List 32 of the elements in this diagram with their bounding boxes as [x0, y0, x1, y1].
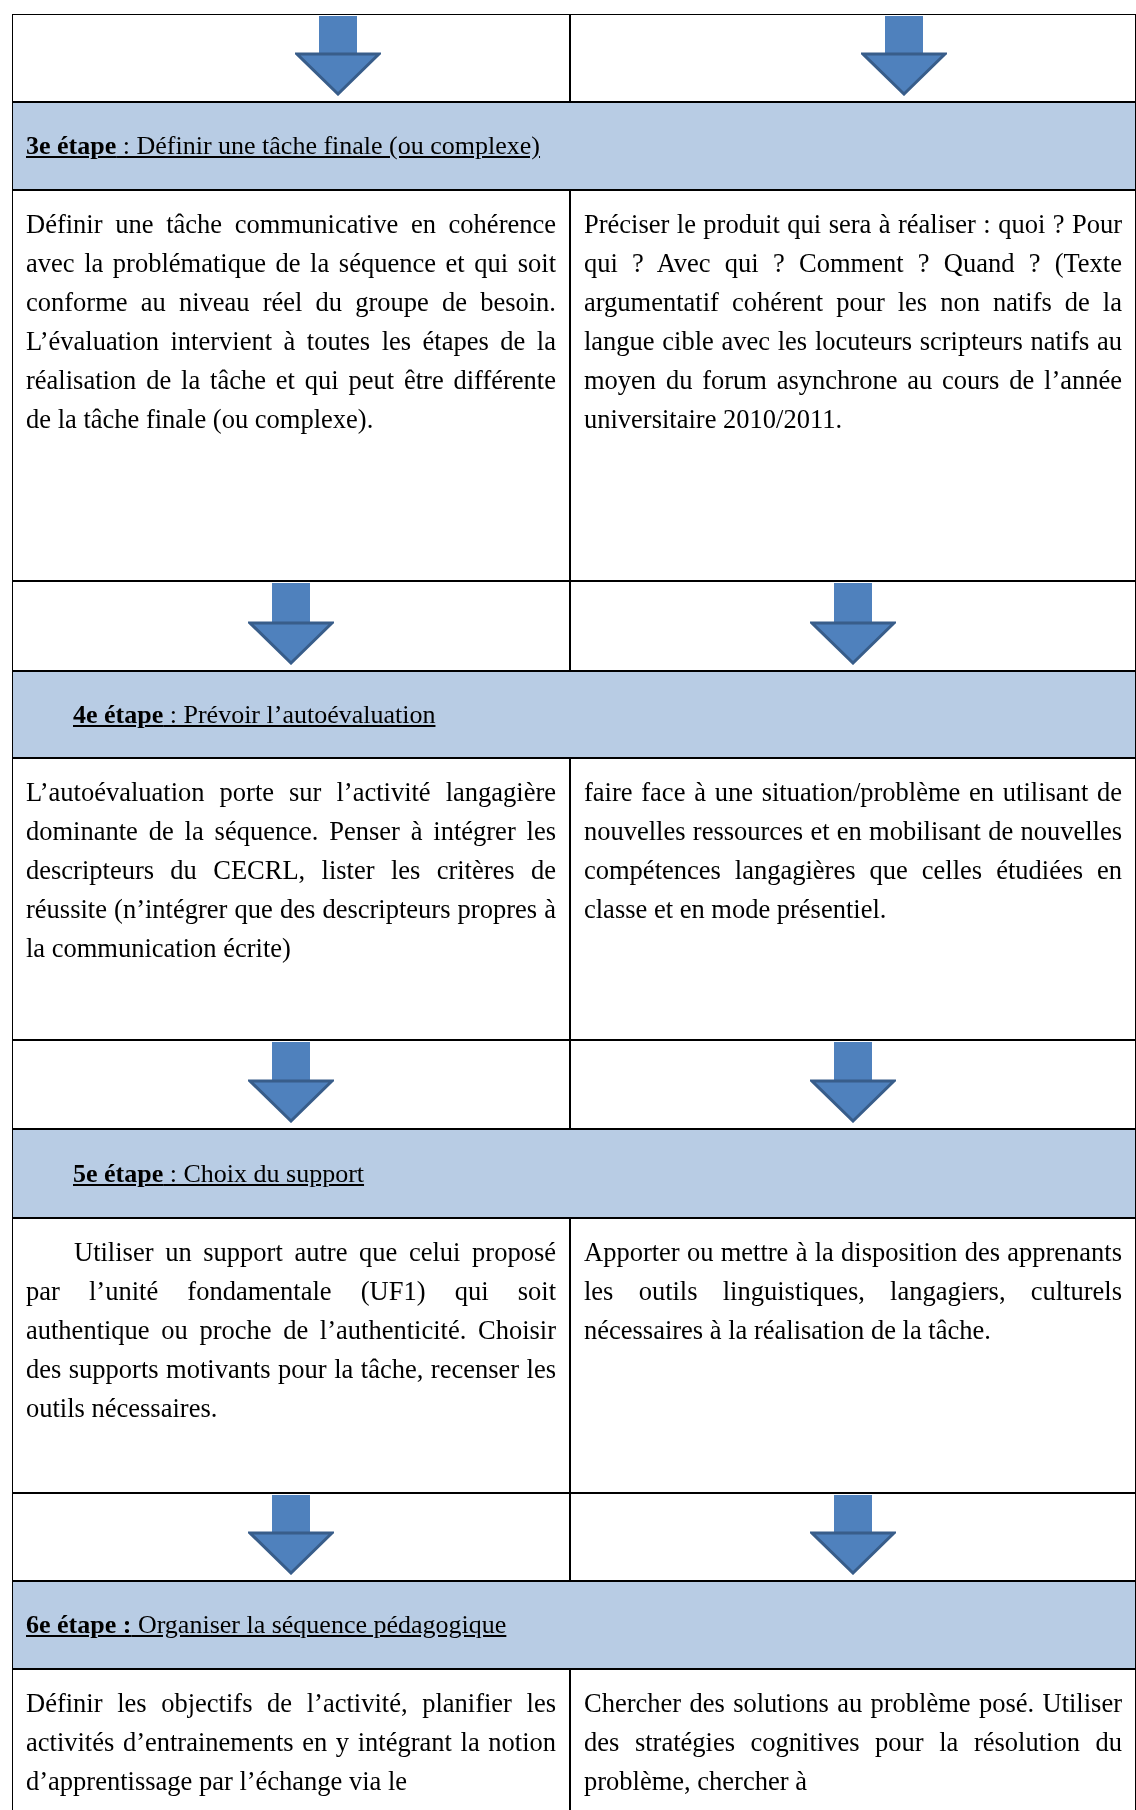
- block-arrow: [810, 1042, 896, 1123]
- block-arrow: [810, 1495, 896, 1575]
- step-header-band: [12, 102, 1136, 190]
- cell-paragraph: Définir une tâche communicative en cohérence avec la problématique de la séquence et qui soit conforme au niveau réel du groupe de besoin. L’évaluation intervient à toutes les étapes de la réalisation de la tâche et qui peut être différente de la tâche finale (ou complexe).: [26, 208, 556, 436]
- block-arrow: [248, 583, 334, 665]
- text-cell: [12, 1669, 570, 1810]
- cell-paragraph: Préciser le produit qui sera à réaliser : quoi ? Pour qui ? Avec qui ? Comment ? Quand ? (Texte argumentatif cohérent pour les non natifs de la langue cible avec les locuteurs scripteurs natifs au moyen du forum asynchrone au cours de l’année universitaire 2010/2011.: [584, 208, 1122, 436]
- text-cell: [570, 1669, 1136, 1810]
- step-heading: 4e étape : Prévoir l’autoévaluation: [73, 699, 436, 730]
- block-arrow: [248, 1042, 334, 1123]
- step-header-band: [12, 671, 1136, 758]
- cell-paragraph: Apporter ou mettre à la disposition des apprenants les outils linguistiques, langagiers, culturels nécessaires à la réalisation de la tâche.: [584, 1236, 1122, 1347]
- cell-paragraph: Définir les objectifs de l’activité, planifier les activités d’entrainements en y intégrant la notion d’apprentissage par l’échange via le: [26, 1687, 556, 1798]
- step-header-band: [12, 1129, 1136, 1218]
- text-cell: [570, 758, 1136, 1040]
- step-heading: 3e étape : Définir une tâche finale (ou complexe): [26, 131, 540, 161]
- text-cell: [570, 1218, 1136, 1493]
- cell-paragraph: L’autoévaluation porte sur l’activité langagière dominante de la séquence. Penser à intégrer les descripteurs du CECRL, lister les critères de réussite (n’intégrer que des descripteurs propres à la communication écrite): [26, 776, 556, 965]
- block-arrow: [295, 16, 381, 96]
- text-cell: [12, 758, 570, 1040]
- block-arrow: [248, 1495, 334, 1575]
- step-header-band: [12, 1581, 1136, 1669]
- cell-paragraph: faire face à une situation/problème en utilisant de nouvelles ressources et en mobilisant de nouvelles compétences langagières que celles étudiées en classe et en mode présentiel.: [584, 776, 1122, 926]
- text-cell: [12, 1218, 570, 1493]
- step-heading: 5e étape : Choix du support: [73, 1158, 365, 1189]
- text-cell: [570, 190, 1136, 581]
- cell-paragraph: Utiliser un support autre que celui proposé par l’unité fondamentale (UF1) qui soit authentique ou proche de l’authenticité. Choisir des supports motivants pour la tâche, recenser les outils nécessaires.: [26, 1236, 556, 1425]
- cell-paragraph: Chercher des solutions au problème posé. Utiliser des stratégies cognitives pour la résolution du problème, chercher à: [584, 1687, 1122, 1798]
- step-heading: 6e étape : Organiser la séquence pédagogique: [26, 1610, 507, 1640]
- text-cell: [12, 190, 570, 581]
- block-arrow: [861, 16, 947, 96]
- block-arrow: [810, 583, 896, 665]
